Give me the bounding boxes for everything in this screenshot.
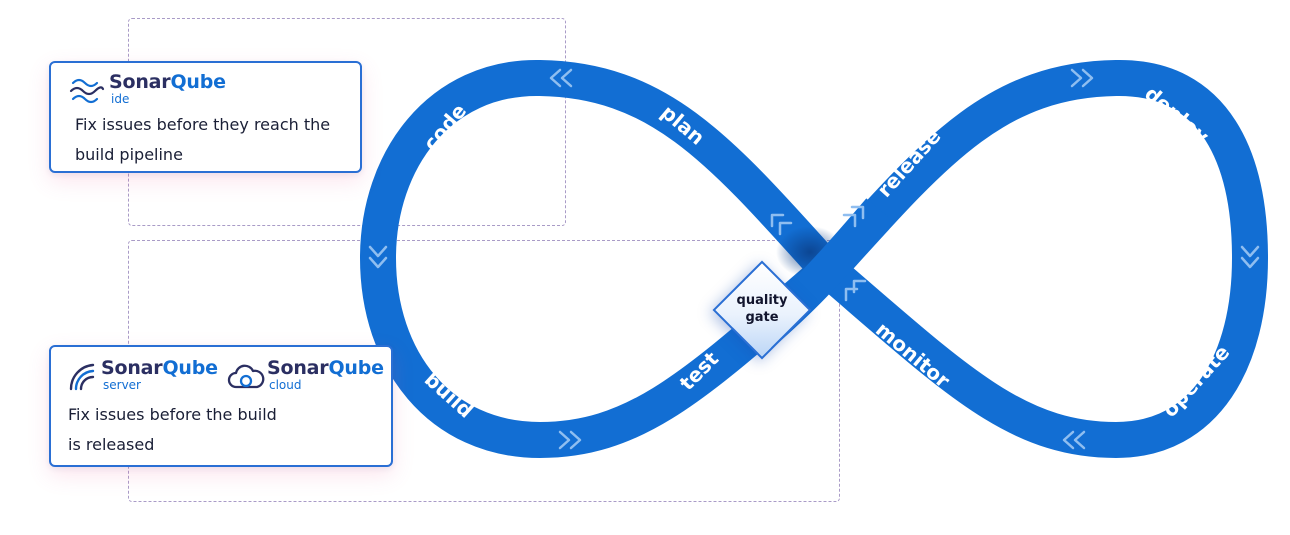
brand-qube: Qube — [170, 71, 226, 93]
brand-sub-cloud: cloud — [269, 378, 302, 392]
sonarqube-ide-logo: SonarQube ide — [69, 73, 226, 107]
sonarqube-cloud-logo: SonarQube cloud — [227, 359, 384, 395]
right-loop-ring — [814, 59, 1269, 459]
chevron-icon — [368, 68, 1260, 450]
ide-desc-line2: build pipeline — [75, 145, 183, 164]
cloud-brand-qube: Qube — [328, 357, 384, 379]
cloud-brand-sonar: Sonar — [267, 357, 329, 379]
quality-gate-line2: gate — [745, 310, 779, 325]
server-desc-line2: is released — [68, 435, 155, 454]
quality-gate-line1: quality — [736, 293, 788, 308]
server-brand-sonar: Sonar — [101, 357, 163, 379]
brand-sub-server: server — [103, 378, 141, 392]
brand-sub-ide: ide — [111, 92, 130, 106]
signal-icon — [69, 363, 95, 391]
server-desc-line1: Fix issues before the build — [68, 405, 277, 424]
server-cloud-card: SonarQube server SonarQube cloud Fix iss… — [49, 345, 393, 467]
server-brand-qube: Qube — [162, 357, 218, 379]
server-card-description: Fix issues before the build is released — [68, 400, 277, 460]
ide-card-description: Fix issues before they reach the build p… — [75, 110, 330, 170]
ide-desc-line1: Fix issues before they reach the — [75, 115, 331, 134]
quality-gate-label: quality gate — [722, 292, 802, 326]
brand-sonar: Sonar — [109, 71, 171, 93]
cloud-icon — [227, 364, 265, 389]
sonar-waves-icon — [69, 78, 105, 104]
left-loop-ring — [359, 59, 842, 459]
ide-card: SonarQube ide Fix issues before they rea… — [49, 61, 362, 173]
sonarqube-server-logo: SonarQube server — [63, 359, 218, 395]
